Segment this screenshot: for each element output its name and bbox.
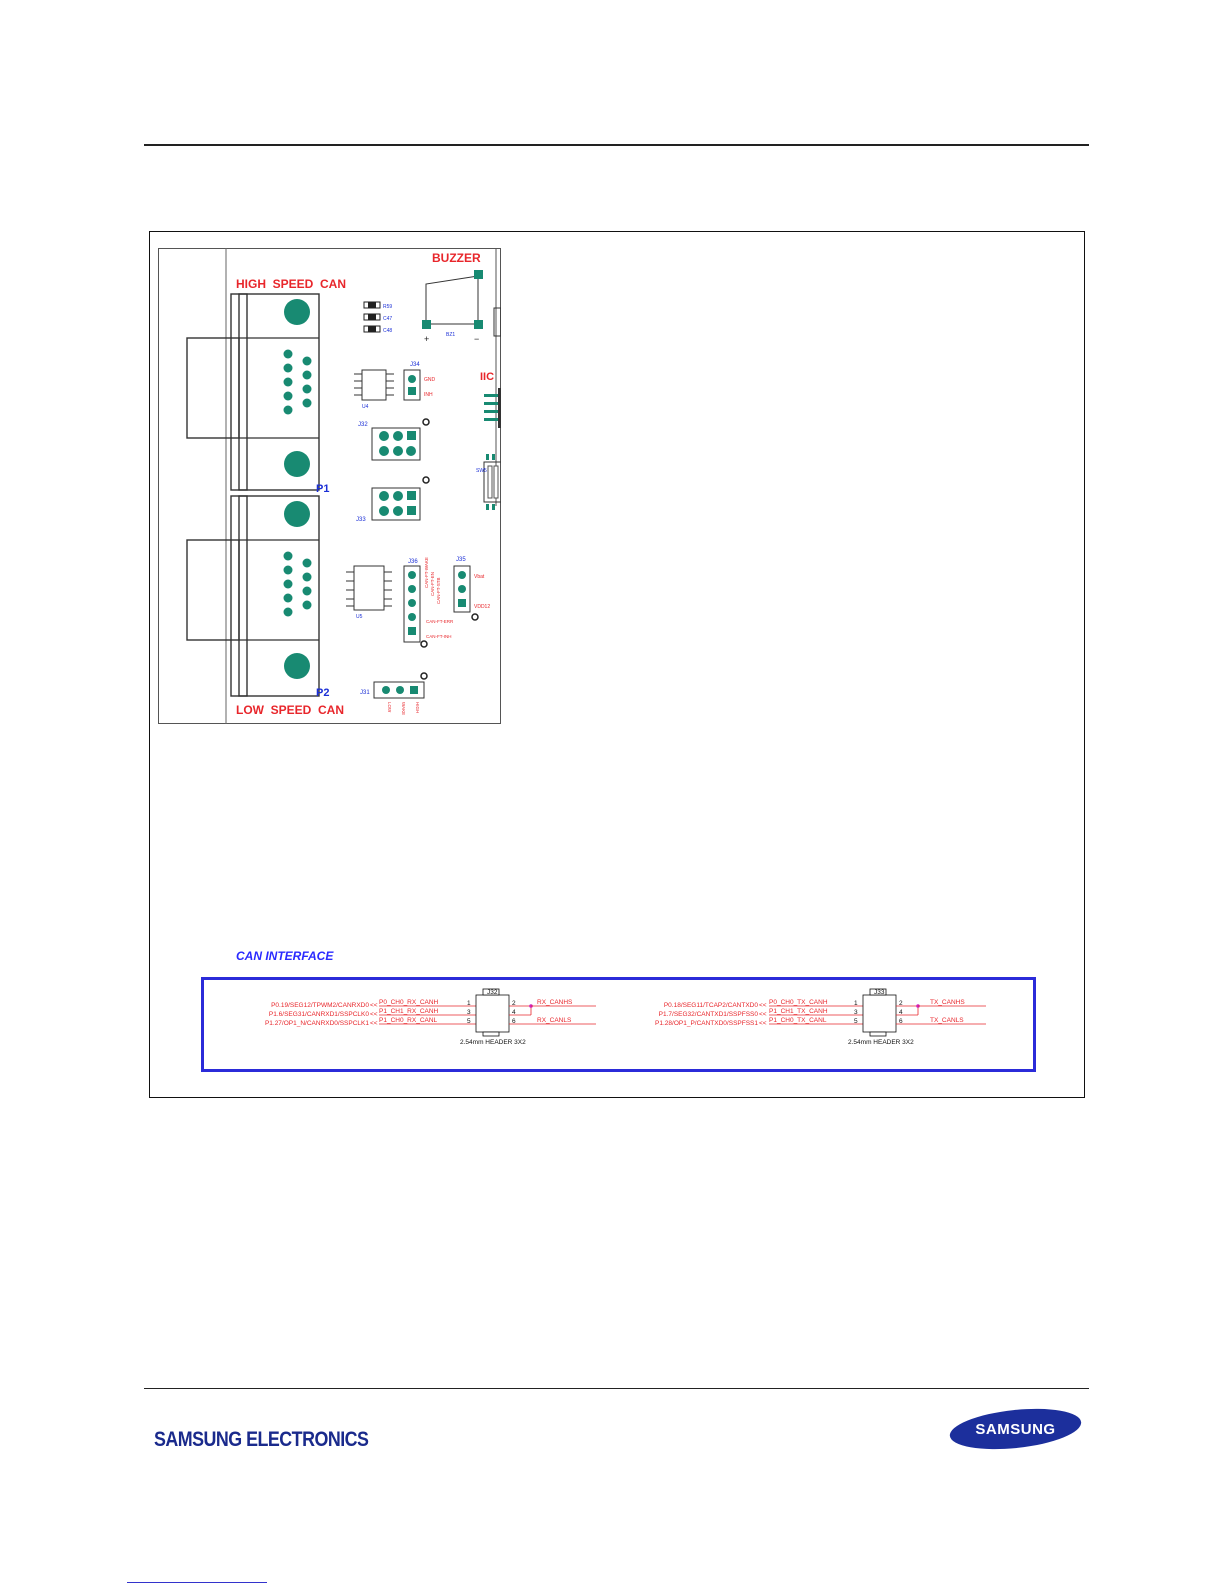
jumper-j36 [403, 565, 428, 648]
net-label-r3: P1_CH0_TX_CANL [769, 1017, 827, 1024]
footer-rule [144, 1388, 1089, 1389]
net-label-l1: P0_CH0_RX_CANH [379, 999, 439, 1006]
label-plus: + [424, 334, 429, 344]
label-j32: J32 [358, 422, 368, 428]
pin-num-l2: 2 [512, 1000, 516, 1007]
net-label-r1: P0_CH0_TX_CANH [769, 999, 828, 1006]
out-tx-canhs: TX_CANHS [930, 999, 965, 1006]
label-buzzer: BUZZER [432, 251, 481, 265]
can-interface-title: CAN INTERFACE [236, 949, 334, 963]
footer-link-underline [127, 1582, 267, 1583]
label-can-ft-en: CAN-FT-EN [430, 572, 435, 596]
part-right: 2.54mm HEADER 3X2 [848, 1039, 914, 1046]
label-low-speed-can: LOW SPEED CAN [236, 703, 344, 717]
label-j36: J36 [408, 559, 418, 565]
label-can-ft-stb: CAN-FT-STB [436, 578, 441, 605]
schematic-left-block: P0.19/SEG12/TPWM2/CANRXD0 P1.6/SEG31/CAN… [265, 988, 596, 1046]
label-sw5: SW5 [476, 468, 487, 474]
net-label-r2: P1_CH1_TX_CANH [769, 1008, 828, 1015]
ref-j33: J33 [874, 989, 885, 996]
header-rule [144, 144, 1089, 146]
dip-switch-sw5 [483, 454, 501, 510]
svg-text:<<: << [370, 1011, 378, 1018]
label-j31: J31 [360, 690, 370, 696]
svg-text:<<: << [370, 1002, 378, 1009]
can-interface-schematic: P0.19/SEG12/TPWM2/CANRXD0 P1.6/SEG31/CAN… [201, 977, 1036, 1072]
label-can-ft-wake: CAN-FT-WAKE [424, 557, 429, 588]
label-high: HIGH [415, 702, 420, 713]
pcb-layout-figure: HIGH SPEED CAN LOW SPEED CAN P1 P2 R59 C… [158, 248, 501, 724]
pin-num-r4: 4 [899, 1009, 903, 1016]
pin-label-r2: P1.7/SEG32/CANTXD1/SSPFSS0 [659, 1011, 759, 1018]
label-vbat: Vbat [474, 574, 485, 580]
buzzer-bz1 [422, 270, 483, 329]
pin-num-r2: 2 [899, 1000, 903, 1007]
label-gnd: GND [424, 377, 436, 383]
passive-components [363, 301, 381, 333]
pin-label-r1: P0.18/SEG11/TCAP2/CANTXD0 [664, 1002, 759, 1009]
db9-connector-p2 [186, 495, 320, 697]
pin-num-r3: 3 [854, 1009, 858, 1016]
schematic-right-block: P0.18/SEG11/TCAP2/CANTXD0 P1.7/SEG32/CAN… [655, 988, 986, 1046]
samsung-logo: SAMSUNG [949, 1408, 1082, 1450]
pin-num-r6: 6 [899, 1018, 903, 1025]
svg-text:<<: << [759, 1011, 767, 1018]
label-iic: IIC [480, 371, 494, 383]
label-minus: − [474, 334, 479, 344]
pin-num-r5: 5 [854, 1018, 858, 1025]
jumper-j34 [403, 369, 421, 401]
label-low: LOW [387, 702, 392, 713]
jumper-j35 [453, 565, 479, 621]
pin-label-l1: P0.19/SEG12/TPWM2/CANRXD0 [271, 1002, 369, 1009]
svg-text:<<: << [759, 1020, 767, 1027]
jumper-j32 [371, 418, 430, 484]
pin-num-l4: 4 [512, 1009, 516, 1016]
db9-connector-p1 [186, 293, 320, 491]
label-u5: U5 [356, 614, 363, 620]
label-c48: C48 [383, 328, 392, 334]
label-bz1: BZ1 [446, 332, 455, 338]
pin-label-l2: P1.6/SEG31/CANRXD1/SSPCLK0 [269, 1011, 369, 1018]
ref-j32: J32 [487, 989, 498, 996]
svg-text:<<: << [759, 1002, 767, 1009]
pin-num-l5: 5 [467, 1018, 471, 1025]
label-high-speed-can: HIGH SPEED CAN [236, 277, 346, 291]
out-rx-canls: RX_CANLS [537, 1017, 572, 1024]
iic-header [484, 388, 501, 428]
ic-u4 [354, 369, 394, 401]
label-inh: INH [424, 392, 433, 398]
label-j35: J35 [456, 557, 466, 563]
label-j34: J34 [410, 362, 420, 368]
net-label-l3: P1_CH0_RX_CANL [379, 1017, 438, 1024]
ic-u5 [346, 565, 392, 611]
footer-brand-text: SAMSUNG ELECTRONICS [154, 1428, 369, 1451]
pin-num-l6: 6 [512, 1018, 516, 1025]
label-c47: C47 [383, 316, 392, 322]
label-vdd12: VDD12 [474, 604, 490, 610]
jumper-j33 [371, 487, 421, 521]
label-can-ft-inh: CAN-FT-INH [426, 634, 452, 639]
svg-text:<<: << [370, 1020, 378, 1027]
label-p2: P2 [316, 687, 329, 699]
label-can-ft-err: CAN-FT-ERR [426, 619, 454, 624]
label-j33: J33 [356, 517, 366, 523]
part-left: 2.54mm HEADER 3X2 [460, 1039, 526, 1046]
pin-num-l3: 3 [467, 1009, 471, 1016]
out-tx-canls: TX_CANLS [930, 1017, 964, 1024]
label-r59: R59 [383, 304, 392, 310]
out-rx-canhs: RX_CANHS [537, 999, 573, 1006]
pin-label-r3: P1.28/OP1_P/CANTXD0/SSPFSS1 [655, 1020, 758, 1027]
label-p1: P1 [316, 483, 329, 495]
label-u4: U4 [362, 404, 369, 410]
pin-label-l3: P1.27/OP1_N/CANRXD0/SSPCLK1 [265, 1020, 369, 1027]
pin-num-r1: 1 [854, 1000, 858, 1007]
label-wake: WAKE [401, 702, 406, 715]
jumper-j31 [373, 672, 428, 699]
net-label-l2: P1_CH1_RX_CANH [379, 1008, 439, 1015]
samsung-logo-text: SAMSUNG [975, 1421, 1055, 1438]
figure-frame [149, 231, 1085, 1098]
pin-num-l1: 1 [467, 1000, 471, 1007]
